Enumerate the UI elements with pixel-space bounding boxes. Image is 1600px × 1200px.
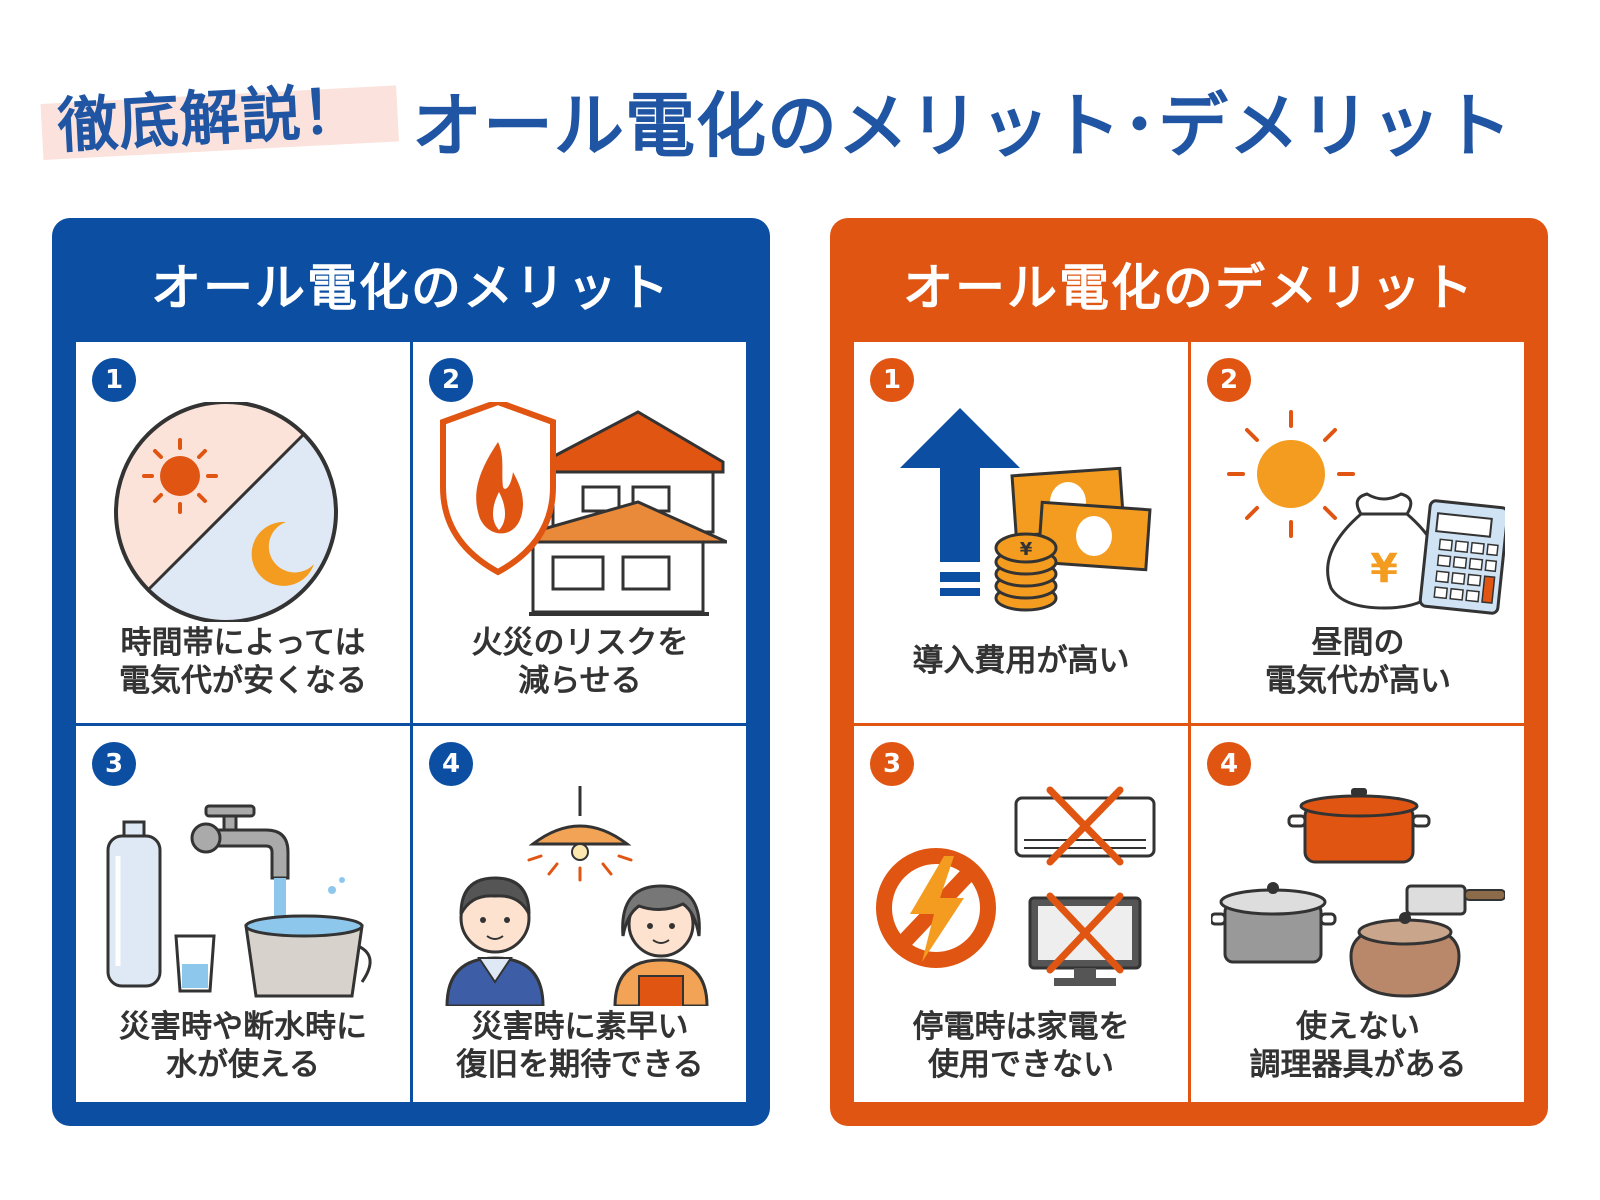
merit-caption: 火災のリスクを減らせる [471, 625, 689, 699]
number-badge: 2 [1207, 358, 1251, 402]
merit-item-1: 1 時間帯によっては電気代が安くなる [76, 342, 410, 722]
cost-up-icon: ¥ [900, 408, 1152, 612]
merit-item-2: 2 火災のリスクを減らせる [413, 342, 747, 722]
merit-item-4: 4 [413, 726, 747, 1106]
demerit-item-1: 1 ¥ 導入費用が高い [854, 342, 1188, 722]
merit-caption: 時間帯によっては電気代が安くなる [119, 625, 367, 699]
demerits-panel: オール電化のデメリット 1 ¥ [830, 218, 1548, 1126]
demerit-caption: 昼間の電気代が高い [1265, 625, 1451, 699]
merit-caption: 災害時や断水時に水が使える [119, 1009, 367, 1083]
demerits-grid: 1 ¥ 導入費用が高い [854, 342, 1524, 1102]
family-lamp-icon [445, 786, 709, 1006]
demerit-caption: 使えない調理器具がある [1249, 1009, 1467, 1083]
page-title: オール電化のメリット･デメリット [412, 85, 1513, 167]
day-night-icon [114, 402, 338, 622]
demerits-title: オール電化のデメリット [903, 259, 1475, 317]
sun-money-calculator-icon: ¥ [1227, 410, 1505, 615]
grid-divider [1188, 342, 1191, 1102]
merits-title: オール電化のメリット [151, 259, 671, 317]
demerit-item-3: 3 停電時は家電を使用できない [854, 726, 1188, 1106]
power-outage-icon [876, 786, 1156, 986]
grid-divider [76, 723, 746, 726]
header-tag: 徹底解説！ [56, 76, 365, 163]
number-badge: 3 [92, 742, 136, 786]
svg-text:¥: ¥ [1370, 546, 1398, 592]
demerit-caption: 導入費用が高い [912, 643, 1130, 679]
number-badge: 1 [92, 358, 136, 402]
grid-divider [854, 723, 1524, 726]
number-badge: 3 [870, 742, 914, 786]
merits-grid: 1 時間帯によっては電気代が安くなる [76, 342, 746, 1102]
fire-shield-house-icon [440, 402, 727, 616]
demerit-item-4: 4 使えない調理器具がある [1191, 726, 1525, 1106]
number-badge: 2 [429, 358, 473, 402]
number-badge: 4 [429, 742, 473, 786]
svg-text:¥: ¥ [1020, 539, 1033, 560]
number-badge: 1 [870, 358, 914, 402]
merits-panel: オール電化のメリット 1 [52, 218, 770, 1126]
merit-item-3: 3 災害時や断水時に水が使える [76, 726, 410, 1106]
number-badge: 4 [1207, 742, 1251, 786]
grid-divider [410, 342, 413, 1102]
cookware-icon [1211, 788, 1505, 998]
demerit-caption: 停電時は家電を使用できない [912, 1009, 1130, 1083]
faucet-water-icon [106, 804, 372, 998]
merit-caption: 災害時に素早い復旧を期待できる [456, 1009, 704, 1083]
demerit-item-2: 2 ¥ [1191, 342, 1525, 722]
